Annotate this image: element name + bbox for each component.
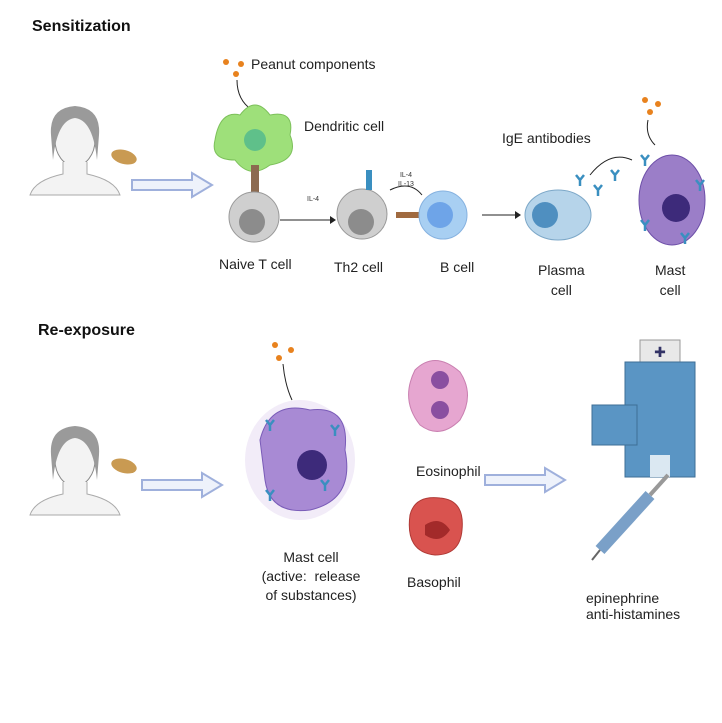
label-treatment: epinephrine anti-histamines — [586, 590, 681, 622]
person-icon — [29, 425, 121, 516]
label-th2-cell: Th2 cell — [334, 259, 384, 275]
label-plasma-cell: Plasma cell — [538, 262, 585, 298]
hospital-icon: ✚ — [591, 339, 696, 478]
svg-text:✚: ✚ — [654, 344, 666, 360]
section-title-sensitization: Sensitization — [32, 18, 131, 35]
label-b-cell: B cell — [440, 259, 475, 275]
label-il4: IL-4 — [307, 196, 320, 203]
label-basophil: Basophil — [407, 574, 461, 590]
label-il4-il13: IL-4 IL-13 — [398, 172, 414, 188]
big-arrow-icon — [141, 472, 223, 498]
syringe-icon — [591, 473, 670, 561]
label-eosinophil: Eosinophil — [416, 463, 481, 479]
section-title-reexposure: Re-exposure — [38, 322, 135, 339]
label-mast-cell-active: Mast cell (active: release of substances… — [261, 549, 361, 603]
label-naive-t-cell: Naive T cell — [219, 256, 292, 272]
label-ige-antibodies: IgE antibodies — [502, 130, 591, 146]
label-dendritic-cell: Dendritic cell — [304, 118, 385, 134]
big-arrow-icon — [131, 172, 213, 198]
label-mast-cell: Mast cell — [655, 262, 686, 298]
peanut-icon — [109, 146, 139, 168]
label-peanut-components: Peanut components — [251, 56, 376, 72]
person-icon — [29, 105, 121, 196]
peanut-icon — [109, 455, 139, 477]
eosinophil — [408, 360, 468, 432]
big-arrow-icon — [484, 467, 566, 493]
